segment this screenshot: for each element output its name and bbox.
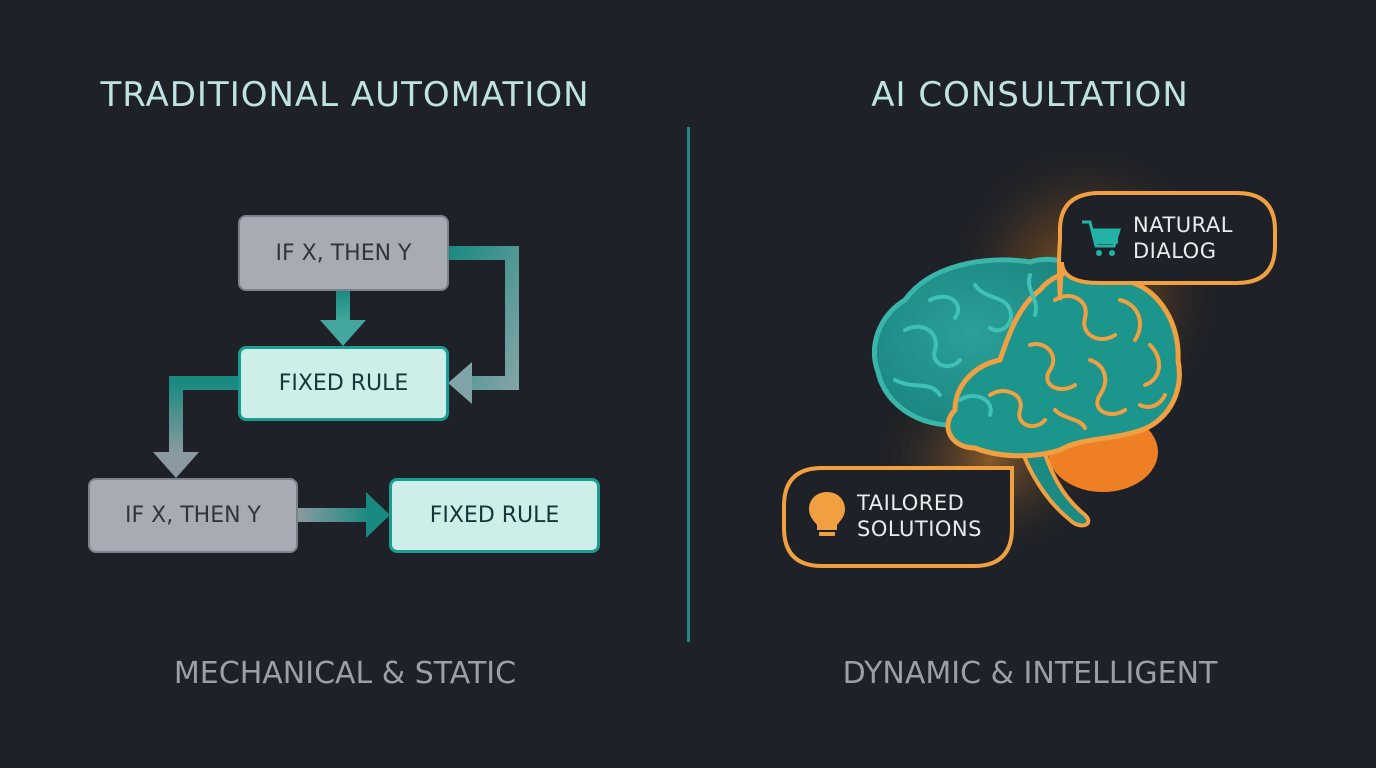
natural-dialog-line2: DIALOG (1133, 239, 1217, 263)
brain-folds-front (988, 294, 1167, 430)
bubble-tailored-solutions (782, 466, 1014, 568)
fixed-rule-box-bottom: FIXED RULE (389, 478, 600, 553)
arrow-left-down (153, 376, 240, 478)
left-title: TRADITIONAL AUTOMATION (100, 75, 590, 115)
arrow-right-bottom (297, 492, 390, 538)
natural-dialog-label: NATURAL DIALOG (1133, 212, 1233, 264)
natural-dialog-line1: NATURAL (1133, 213, 1233, 237)
rule-box-top: IF X, THEN Y (238, 215, 449, 291)
right-caption: DYNAMIC & INTELLIGENT (842, 656, 1218, 691)
fixed-rule-box-bottom-label: FIXED RULE (429, 503, 560, 528)
lightbulb-icon (809, 492, 845, 536)
rule-box-top-label: IF X, THEN Y (275, 240, 412, 266)
bubble-natural-dialog (1057, 191, 1277, 301)
rule-box-bottom: IF X, THEN Y (88, 478, 298, 553)
arrow-down-top (320, 290, 366, 346)
rule-box-bottom-label: IF X, THEN Y (125, 503, 261, 528)
brain-stem (1017, 437, 1091, 528)
brain-lobe-front (945, 266, 1182, 459)
arrow-loop-right (448, 246, 519, 404)
left-caption: MECHANICAL & STATIC (173, 656, 517, 691)
fixed-rule-box-top-label: FIXED RULE (278, 371, 409, 396)
tailored-solutions-line1: TAILORED (857, 491, 965, 515)
center-divider (687, 127, 690, 642)
tailored-solutions-line2: SOLUTIONS (857, 517, 982, 541)
tailored-solutions-label: TAILORED SOLUTIONS (857, 490, 982, 542)
cart-icon (1082, 220, 1122, 256)
fixed-rule-box-top: FIXED RULE (238, 346, 449, 421)
brain-folds-back (893, 273, 1039, 417)
right-title: AI CONSULTATION (871, 75, 1189, 115)
